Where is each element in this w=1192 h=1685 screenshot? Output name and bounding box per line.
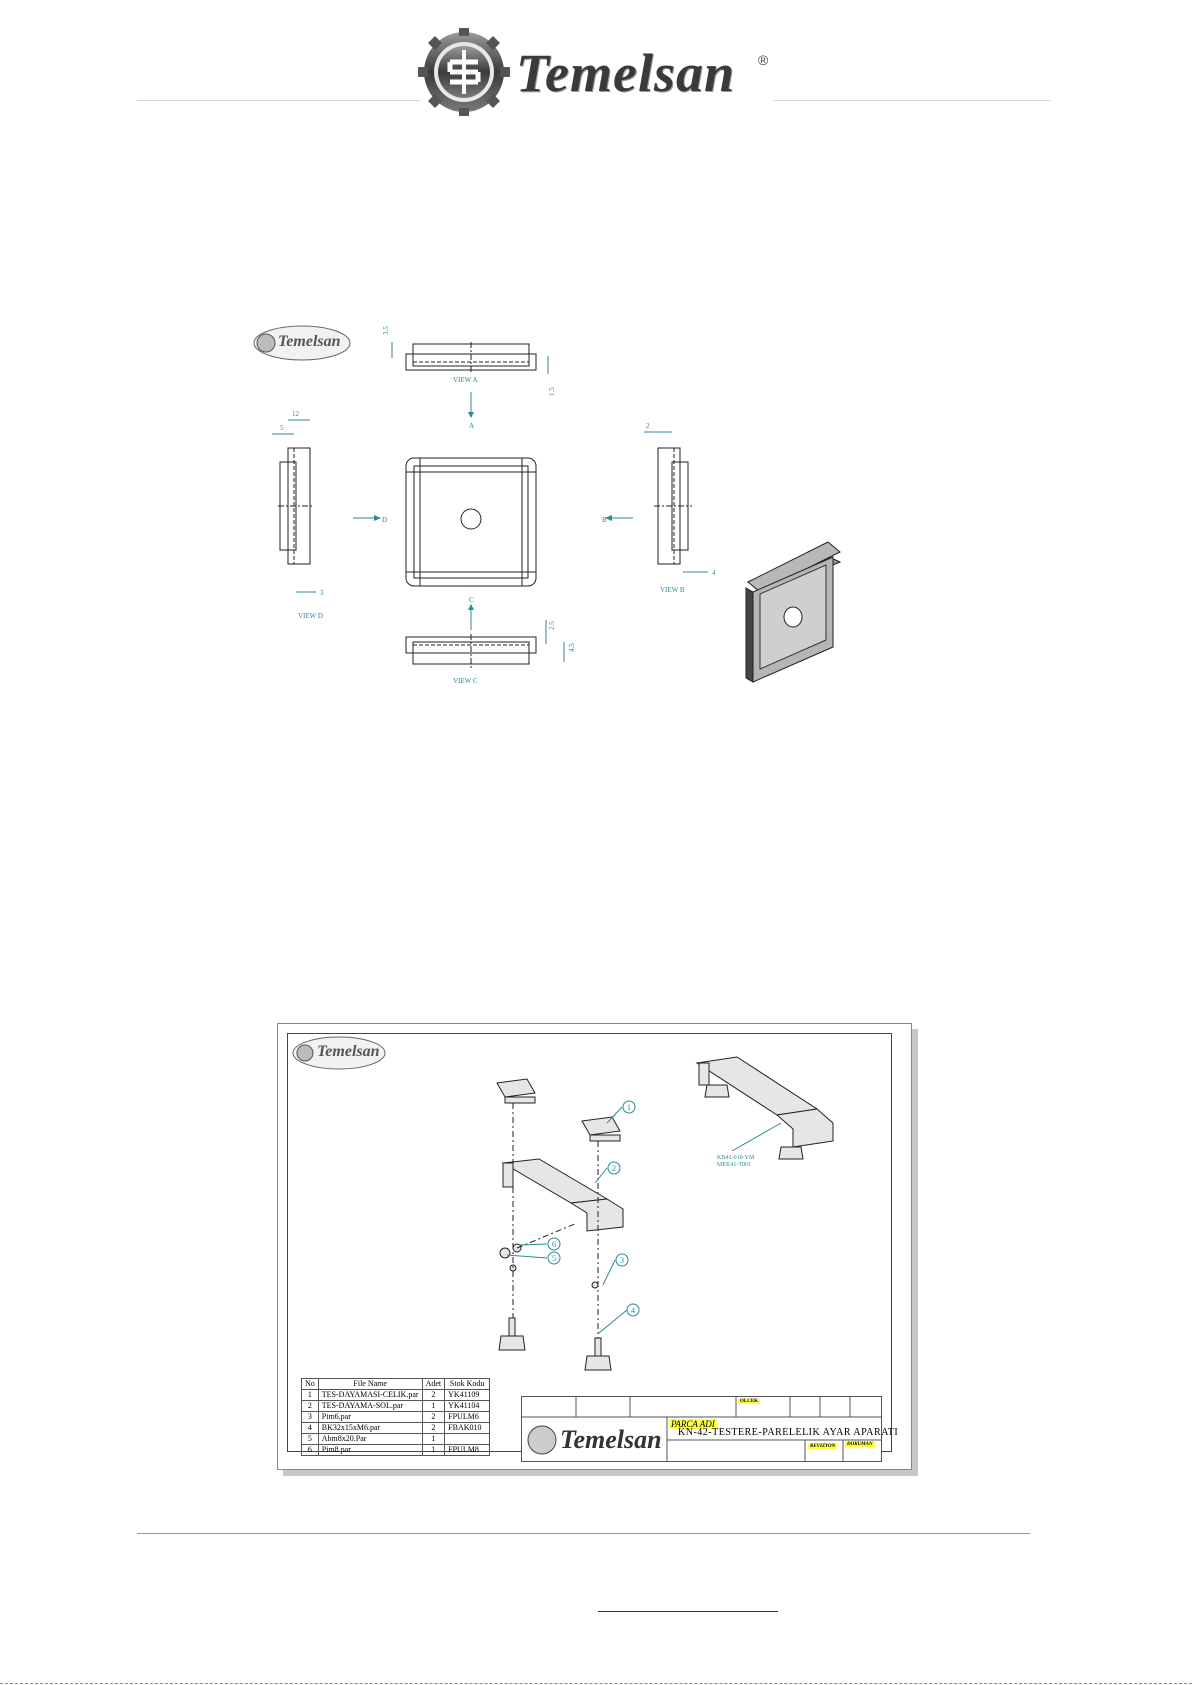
table-row: 6 Pim8.par 1 FPULM8 xyxy=(301,1444,491,1456)
balloon-4: 4 xyxy=(631,1306,635,1315)
part-name: KN-42-TESTERE-PARELELIK AYAR APARATI xyxy=(678,1427,899,1438)
bom-cell: 2 xyxy=(301,1400,319,1412)
bom-header-no: No xyxy=(301,1378,319,1390)
dim-top-right: 1.5 xyxy=(548,387,556,396)
bom-cell: Pim6.par xyxy=(317,1411,423,1423)
parca-adi-label: PARCA ADI xyxy=(669,1419,717,1429)
bom-cell: 6 xyxy=(301,1444,319,1456)
gear-emblem-icon xyxy=(418,26,510,118)
orthographic-views-icon: 3.5 1.5 12 5 3 2 4 2.5 4.5 VIEW A VIEW B… xyxy=(272,326,842,685)
bom-cell: YK41109 xyxy=(444,1389,491,1401)
technical-drawing-views: Temelsan xyxy=(228,312,928,692)
dim-top-left: 3.5 xyxy=(382,326,390,335)
balloon-1: 1 xyxy=(627,1103,631,1112)
footer-underline xyxy=(598,1611,778,1612)
dim-left-width: 12 xyxy=(292,410,300,418)
callout-note-line2: MEK41-T001 xyxy=(717,1162,751,1168)
title-block: Temelsan OLCEK PARCA ADI KN-42-TESTERE-P… xyxy=(521,1396,898,1462)
bom-header-adet: Adet xyxy=(421,1378,446,1390)
page-bottom-dashed-border xyxy=(0,1683,1192,1684)
view-a-label: VIEW A xyxy=(453,376,478,384)
dim-bottom-bottom: 4.5 xyxy=(568,643,576,652)
table-row: 2 TES-DAYAMA-SOL.par 1 YK41104 xyxy=(301,1400,491,1412)
bom-header-file: File Name xyxy=(317,1378,423,1390)
arrow-b-label: B xyxy=(602,516,607,524)
bom-header-row: No File Name Adet Stok Kodu xyxy=(301,1378,491,1390)
view-c-label: VIEW C xyxy=(453,677,478,685)
balloon-3: 3 xyxy=(620,1256,624,1265)
title-block-grid-icon xyxy=(522,1397,881,1461)
header-brand: Temelsan xyxy=(516,43,736,103)
bom-cell: 1 xyxy=(301,1389,319,1401)
balloon-6: 6 xyxy=(552,1240,556,1249)
dokuman-label: DOKUMAN xyxy=(845,1442,875,1447)
bom-cell: 5 xyxy=(301,1433,319,1445)
footer-rule xyxy=(137,1533,1030,1534)
bom-cell: 2 xyxy=(421,1411,446,1423)
header-rule-left xyxy=(137,100,420,101)
bom-cell: Abm8x20.Par xyxy=(317,1433,423,1445)
dim-left-inner: 5 xyxy=(280,424,284,432)
dim-right-top: 2 xyxy=(646,422,650,430)
view-b-label: VIEW B xyxy=(660,586,685,594)
arrow-d-label: D xyxy=(382,516,387,524)
bom-cell: 3 xyxy=(301,1411,319,1423)
table-row: 3 Pim6.par 2 FPULM6 xyxy=(301,1411,491,1423)
bom-cell: FBAK010 xyxy=(444,1422,491,1434)
dim-bottom-top: 2.5 xyxy=(548,621,556,630)
dim-right-bottom: 4 xyxy=(712,569,716,577)
table-row: 1 TES-DAYAMASI-CELIK.par 2 YK41109 xyxy=(301,1389,491,1401)
bom-cell: FPULM8 xyxy=(444,1444,491,1456)
bom-header-stok: Stok Kodu xyxy=(444,1378,491,1390)
arrow-c-label: C xyxy=(469,596,474,604)
bom-cell: TES-DAYAMASI-CELIK.par xyxy=(317,1389,423,1401)
balloon-5: 5 xyxy=(552,1254,556,1263)
balloon-2: 2 xyxy=(612,1164,616,1173)
bom-cell: 1 xyxy=(421,1444,446,1456)
bom-cell: 1 xyxy=(421,1400,446,1412)
title-block-brand: Temelsan xyxy=(560,1425,662,1454)
bom-cell: 1 xyxy=(421,1433,446,1445)
arrow-a-label: A xyxy=(469,422,474,430)
drawing2-logo: Temelsan xyxy=(291,1035,387,1071)
bom-table: No File Name Adet Stok Kodu 1 TES-DAYAMA… xyxy=(301,1378,491,1456)
bom-cell: YK41104 xyxy=(444,1400,491,1412)
bom-cell: TES-DAYAMA-SOL.par xyxy=(317,1400,423,1412)
table-row: 5 Abm8x20.Par 1 xyxy=(301,1433,491,1445)
drawing1-logo-text: Temelsan xyxy=(278,333,341,350)
view-d-label: VIEW D xyxy=(298,612,323,620)
drawing1-logo-ellipse-icon xyxy=(253,325,351,361)
bom-cell: 2 xyxy=(421,1422,446,1434)
callout-note-line1: KN41-010-YM xyxy=(717,1155,755,1161)
exploded-assembly-icon: 1 2 3 4 5 6 KN41-010-YM MEK41-T001 xyxy=(496,1056,834,1371)
bom-cell: FPULM6 xyxy=(444,1411,491,1423)
drawing2-logo-ellipse-icon xyxy=(292,1036,386,1070)
drawing1-logo: Temelsan xyxy=(252,324,352,362)
header-logo: Temelsan ® xyxy=(418,26,778,118)
bom-cell: Pim8.par xyxy=(317,1444,423,1456)
assembly-drawing-sheet: Temelsan xyxy=(277,1023,912,1473)
olcek-label: OLCEK xyxy=(738,1399,761,1404)
dim-left-bottom: 3 xyxy=(320,589,324,597)
registered-mark: ® xyxy=(758,52,769,68)
bom-cell: 4 xyxy=(301,1422,319,1434)
drawing2-logo-text: Temelsan xyxy=(317,1043,380,1060)
bom-cell: 2 xyxy=(421,1389,446,1401)
revizyon-label: REVIZYON xyxy=(808,1444,838,1449)
header-rule-right xyxy=(773,100,1051,101)
table-row: 4 BK32x15xM6.par 2 FBAK010 xyxy=(301,1422,491,1434)
bom-cell: BK32x15xM6.par xyxy=(317,1422,423,1434)
bom-cell xyxy=(444,1433,491,1445)
